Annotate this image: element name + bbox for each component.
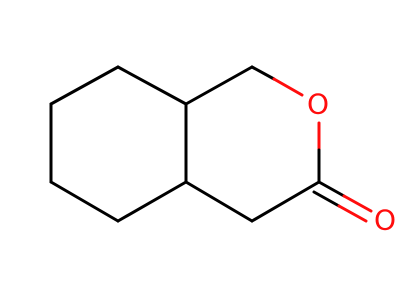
bond-c8a-ch2 [184,65,254,106]
cyclohexane-ring [49,65,188,223]
atom-label-carbonyl-oxygen: O [374,204,396,237]
bond-c3-o-lower-black [312,190,341,208]
bond-c3-o-upper-red [342,194,373,213]
bond-c4-c4a [116,180,188,223]
bond-c1-c2 [49,65,120,106]
lactone-ring [184,65,321,223]
bond-c3-o-upper-black [317,180,346,198]
bond-ch2-o-black [250,65,276,81]
bond-c8a-c1 [116,65,188,106]
bond-c3-o-lower-red [337,204,368,223]
carbonyl-double-bond [312,180,373,223]
bond-c3-ch2b [250,180,321,223]
bond-ch2-o-red [272,77,304,97]
bond-c3-c4 [49,180,120,223]
bond-ch2b-c4a [184,180,254,223]
atom-label-ring-oxygen: O [307,88,329,121]
